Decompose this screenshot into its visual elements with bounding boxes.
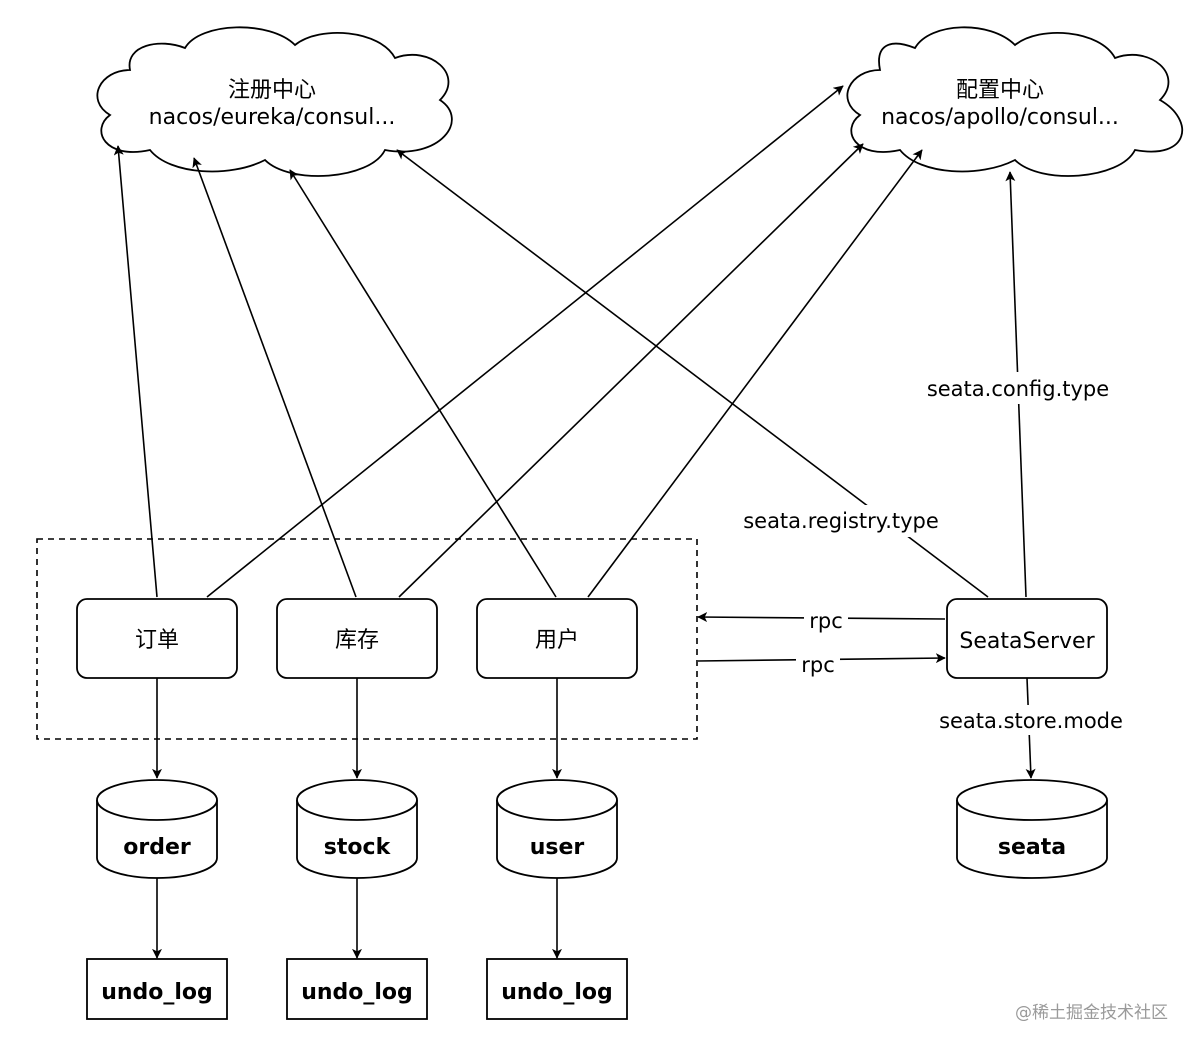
undo-log-user-label: undo_log <box>501 980 613 1005</box>
stock-to-config-arrow <box>398 143 864 598</box>
order-to-config-arrow <box>206 85 844 598</box>
watermark: @稀土掘金技术社区 <box>1015 1003 1168 1023</box>
database-stock-label: stock <box>324 835 392 860</box>
config-center-title: 配置中心 <box>956 78 1044 103</box>
database-stock: stock <box>296 779 418 879</box>
rpc-in-label-bg <box>804 606 848 632</box>
rpc-out-label-bg <box>796 651 840 677</box>
service-stock: 库存 <box>276 598 438 679</box>
stock-to-registry-arrow <box>192 157 357 598</box>
undo-log-order: undo_log <box>86 958 228 1020</box>
microservices-group <box>36 538 698 740</box>
database-seata-label: seata <box>998 835 1066 860</box>
undo-log-stock: undo_log <box>286 958 428 1020</box>
service-user-label: 用户 <box>535 628 579 653</box>
user-to-registry-arrow <box>289 169 557 598</box>
registry-type-label-bg <box>730 505 952 537</box>
database-seata: seata <box>956 779 1108 879</box>
registry-center-subtitle: nacos/eureka/consul... <box>149 105 396 130</box>
service-order: 订单 <box>76 598 238 679</box>
registry-center-cloud: 注册中心 nacos/eureka/consul... <box>96 26 453 177</box>
registry-type-label: seata.registry.type <box>743 509 939 533</box>
database-order: order <box>96 779 218 879</box>
user-to-config-arrow <box>587 149 923 598</box>
config-type-label: seata.config.type <box>927 377 1109 401</box>
store-mode-label-bg <box>934 705 1130 735</box>
service-user: 用户 <box>476 598 638 679</box>
undo-log-user: undo_log <box>486 958 628 1020</box>
config-center-cloud: 配置中心 nacos/apollo/consul... <box>846 26 1184 177</box>
rpc-out-label: rpc <box>801 653 835 677</box>
service-order-label: 订单 <box>135 628 179 653</box>
seata-server-label: SeataServer <box>959 629 1095 654</box>
service-stock-label: 库存 <box>335 628 379 653</box>
undo-log-order-label: undo_log <box>101 980 213 1005</box>
database-order-label: order <box>123 835 191 860</box>
config-center-subtitle: nacos/apollo/consul... <box>881 105 1119 130</box>
database-user: user <box>496 779 618 879</box>
config-type-label-bg <box>926 372 1112 404</box>
registry-center-title: 注册中心 <box>228 78 316 103</box>
seata-server: SeataServer <box>946 598 1108 679</box>
database-user-label: user <box>530 835 585 860</box>
rpc-in-label: rpc <box>809 609 843 633</box>
store-mode-label: seata.store.mode <box>939 709 1123 733</box>
order-to-registry-arrow <box>113 145 158 598</box>
undo-log-stock-label: undo_log <box>301 980 413 1005</box>
